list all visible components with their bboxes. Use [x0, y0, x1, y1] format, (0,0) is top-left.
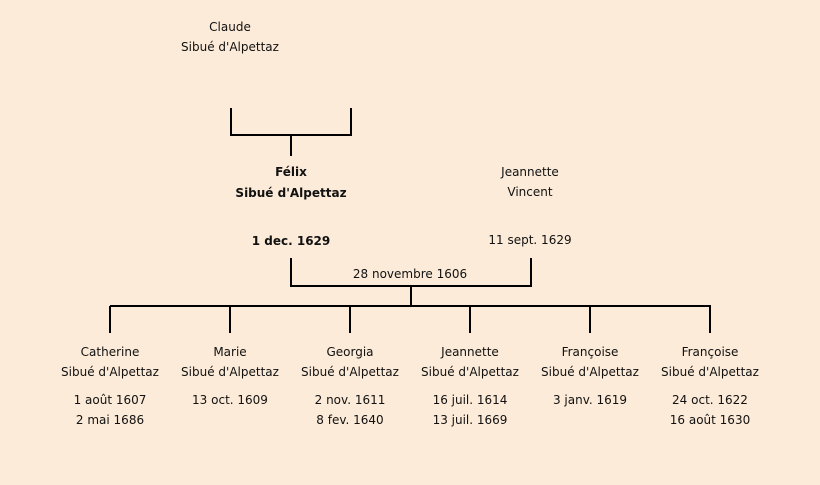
child-birth: 2 nov. 1611	[314, 393, 386, 407]
child-first[interactable]: Marie	[213, 345, 247, 359]
child-birth: 1 août 1607	[73, 393, 147, 407]
marriage-date: 28 novembre 1606	[352, 267, 468, 281]
person-claude-first[interactable]: Claude	[209, 20, 251, 34]
child-last[interactable]: Sibué d'Alpettaz	[301, 365, 399, 379]
person-jeannette-vincent-last[interactable]: Vincent	[507, 185, 553, 199]
marriage-bracket	[290, 258, 532, 306]
grandparent-bracket	[230, 108, 352, 156]
child-last[interactable]: Sibué d'Alpettaz	[181, 365, 279, 379]
person-felix-last[interactable]: Sibué d'Alpettaz	[235, 186, 347, 200]
person-felix-first[interactable]: Félix	[275, 165, 307, 179]
child-first[interactable]: Georgia	[326, 345, 374, 359]
child-first[interactable]: Catherine	[80, 345, 140, 359]
person-jeannette-vincent-death: 11 sept. 1629	[488, 233, 572, 247]
child-death: 16 août 1630	[669, 413, 751, 427]
child-last[interactable]: Sibué d'Alpettaz	[61, 365, 159, 379]
child-death: 8 fev. 1640	[316, 413, 384, 427]
child-last[interactable]: Sibué d'Alpettaz	[661, 365, 759, 379]
child-birth: 13 oct. 1609	[192, 393, 268, 407]
child-first[interactable]: Françoise	[561, 345, 619, 359]
person-felix-death: 1 dec. 1629	[251, 234, 331, 248]
person-claude-last[interactable]: Sibué d'Alpettaz	[181, 40, 279, 54]
child-birth: 16 juil. 1614	[432, 393, 508, 407]
person-jeannette-vincent-first[interactable]: Jeannette	[501, 165, 559, 179]
child-last[interactable]: Sibué d'Alpettaz	[541, 365, 639, 379]
child-first[interactable]: Françoise	[681, 345, 739, 359]
child-last[interactable]: Sibué d'Alpettaz	[421, 365, 519, 379]
child-death: 13 juil. 1669	[432, 413, 508, 427]
child-birth: 24 oct. 1622	[672, 393, 748, 407]
child-death: 2 mai 1686	[75, 413, 145, 427]
children-bar	[109, 305, 711, 333]
child-first[interactable]: Jeannette	[441, 345, 499, 359]
child-birth: 3 janv. 1619	[552, 393, 628, 407]
